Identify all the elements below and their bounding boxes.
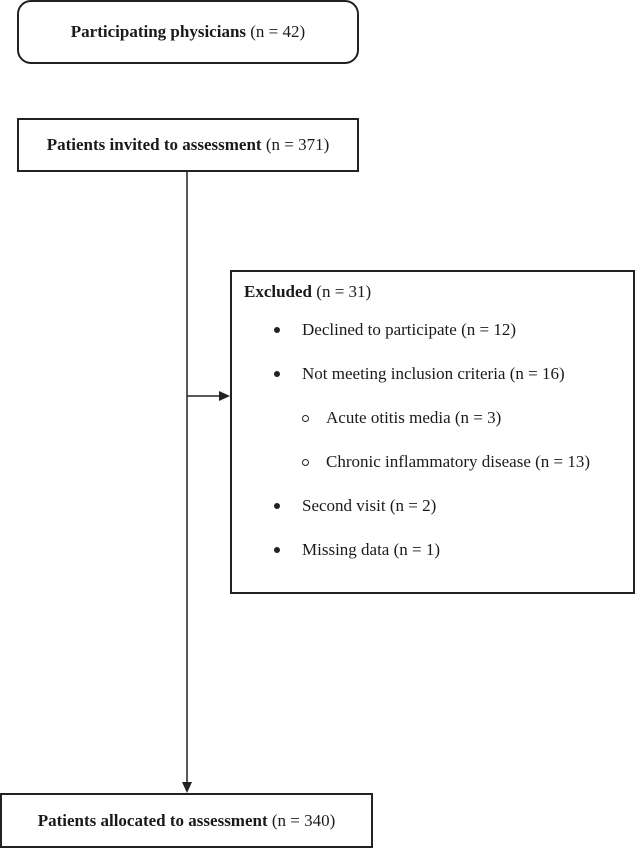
exclusion-reason: Missing data (n = 1) — [244, 538, 633, 562]
exclusion-reason: Second visit (n = 2) — [244, 494, 633, 518]
participating-physicians-box: Participating physicians (n = 42) — [17, 0, 359, 64]
physicians-count: (n = 42) — [250, 22, 306, 41]
excluded-label: Excluded — [244, 282, 313, 301]
bullet-icon — [274, 547, 280, 553]
patients-allocated-box: Patients allocated to assessment (n = 34… — [0, 793, 373, 848]
excluded-count: (n = 31) — [316, 282, 372, 301]
exclusion-subreason-text: Acute otitis media (n = 3) — [326, 408, 502, 427]
exclusion-subreason: Acute otitis media (n = 3) — [302, 406, 633, 430]
physicians-label: Participating physicians — [70, 22, 247, 41]
exclusion-reason-text: Declined to participate (n = 12) — [302, 320, 516, 339]
exclusion-subreason-text: Chronic inflammatory disease (n = 13) — [326, 452, 591, 471]
patients-invited-box: Patients invited to assessment (n = 371) — [17, 118, 359, 172]
exclusion-reason: Not meeting inclusion criteria (n = 16) … — [244, 362, 633, 474]
exclusion-reasons-list: Declined to participate (n = 12) Not mee… — [244, 318, 633, 562]
excluded-title: Excluded (n = 31) — [244, 280, 633, 304]
main-flow-arrowhead — [182, 782, 192, 793]
exclusion-reason: Declined to participate (n = 12) — [244, 318, 633, 342]
exclusion-branch-arrowhead — [219, 391, 230, 401]
allocated-label: Patients allocated to assessment — [37, 810, 268, 830]
invited-count: (n = 371) — [265, 135, 330, 154]
hollow-bullet-icon — [302, 415, 309, 422]
bullet-icon — [274, 503, 280, 509]
exclusion-reason-text: Second visit (n = 2) — [302, 496, 437, 515]
bullet-icon — [274, 371, 280, 377]
excluded-box: Excluded (n = 31) Declined to participat… — [230, 270, 635, 594]
hollow-bullet-icon — [302, 459, 309, 466]
exclusion-reason-text: Not meeting inclusion criteria (n = 16) — [302, 364, 565, 383]
bullet-icon — [274, 327, 280, 333]
invited-label: Patients invited to assessment — [46, 135, 262, 154]
exclusion-subreason: Chronic inflammatory disease (n = 13) — [302, 450, 633, 474]
exclusion-reason-text: Missing data (n = 1) — [302, 540, 441, 559]
exclusion-subreasons-list: Acute otitis media (n = 3) Chronic infla… — [302, 406, 633, 474]
allocated-count: (n = 340) — [271, 810, 336, 830]
